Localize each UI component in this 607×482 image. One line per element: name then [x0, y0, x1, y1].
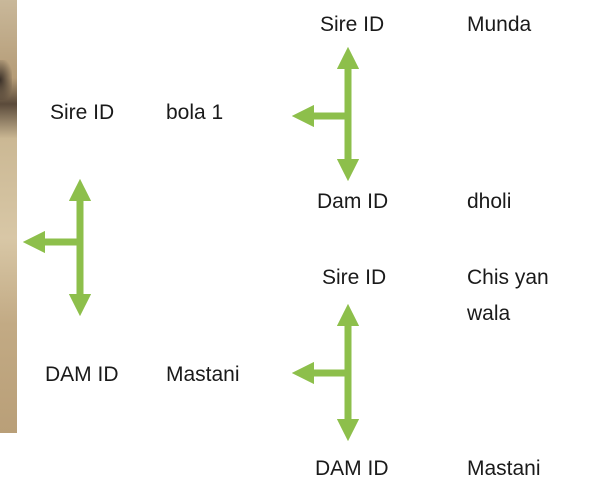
sire-name: bola 1 [166, 101, 224, 124]
sire-dam-name: dholi [467, 190, 512, 213]
sire-sire-label: Sire ID [320, 13, 385, 36]
sire-label: Sire ID [50, 101, 115, 124]
sire-dam-label: Dam ID [317, 190, 389, 213]
dam-connector [291, 303, 360, 442]
sire-connector [291, 46, 360, 182]
sire-sire-name: Munda [467, 13, 532, 36]
animal-photo [0, 0, 17, 433]
dam-dam-label: DAM ID [315, 457, 389, 480]
dam-sire-name: Chis yan wala [467, 266, 549, 325]
dam-sire-label: Sire ID [322, 266, 387, 289]
dam-name: Mastani [166, 363, 240, 386]
main-connector [22, 178, 92, 317]
dam-label: DAM ID [45, 363, 119, 386]
dam-dam-name: Mastani [467, 457, 541, 480]
